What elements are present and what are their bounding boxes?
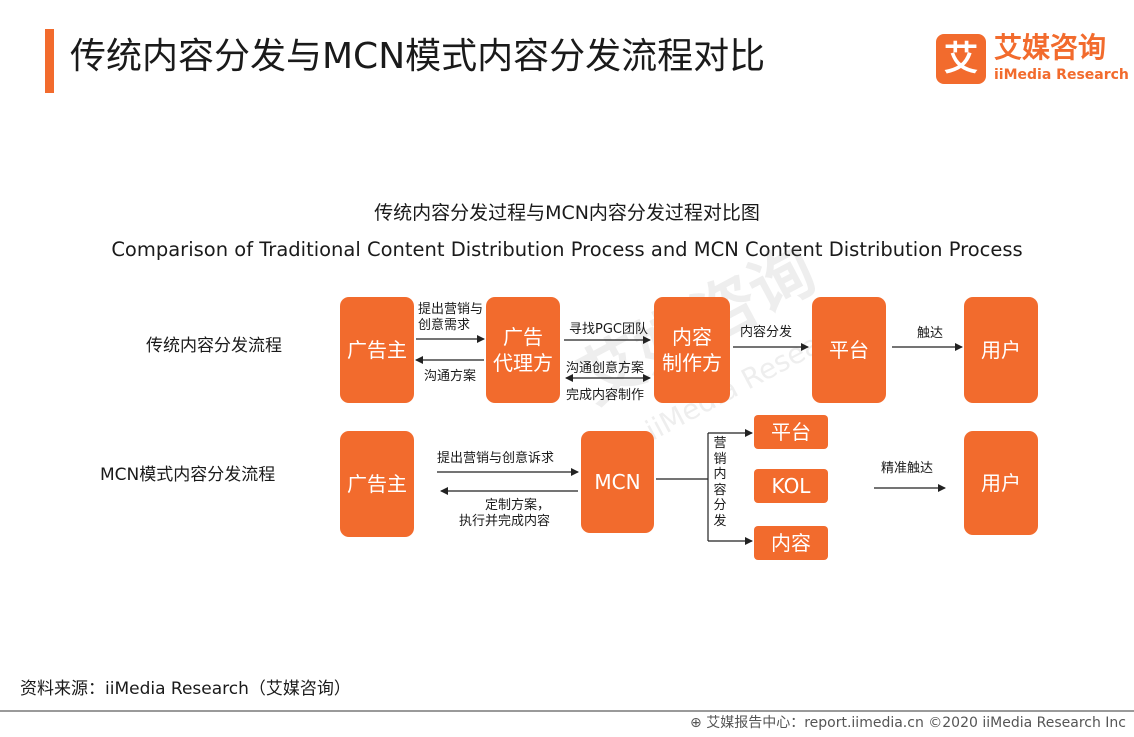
row-label-traditional: 传统内容分发流程 xyxy=(146,336,282,356)
diagram-title-en: Comparison of Traditional Content Distri… xyxy=(111,238,1023,261)
edge-label-creative-plan: 沟通创意方案 xyxy=(566,361,645,376)
page-title: 传统内容分发与MCN模式内容分发流程对比 xyxy=(70,36,766,77)
logo-mark: 艾 xyxy=(936,34,986,84)
node-mcn: MCN xyxy=(581,431,654,533)
globe-icon: ⊕ xyxy=(690,715,702,731)
edge-label-distribute: 内容分发 xyxy=(740,325,793,340)
edge-label-demand: 提出营销与 创意需求 xyxy=(418,302,484,333)
node-mcn-user: 用户 xyxy=(964,431,1038,535)
edge-label-marketing-distribution: 营销内容分发 xyxy=(713,436,727,529)
logo-text-cn: 艾媒咨询 xyxy=(994,31,1107,64)
node-ad-agency: 广告代理方 xyxy=(486,297,560,403)
node-user: 用户 xyxy=(964,297,1038,403)
edge-label-content-made: 完成内容制作 xyxy=(566,388,645,403)
node-content-producer: 内容制作方 xyxy=(654,297,730,403)
logo-text-en: iiMedia Research xyxy=(994,67,1129,83)
node-platform: 平台 xyxy=(812,297,886,403)
node-mcn-advertiser: 广告主 xyxy=(340,431,414,537)
edge-label-precise-reach: 精准触达 xyxy=(881,461,934,476)
diagram-title-cn: 传统内容分发过程与MCN内容分发过程对比图 xyxy=(374,202,760,224)
footer-divider xyxy=(0,710,1134,712)
node-kol: KOL xyxy=(754,469,828,503)
edge-label-communicate-plan: 沟通方案 xyxy=(424,369,477,384)
edge-label-find-pgc: 寻找PGC团队 xyxy=(569,322,648,337)
row-label-mcn: MCN模式内容分发流程 xyxy=(100,465,276,485)
edge-label-custom-plan: 定制方案， 执行并完成内容 xyxy=(459,498,551,529)
footer-copyright: ⊕ 艾媒报告中心：report.iimedia.cn ©2020 iiMedia… xyxy=(690,715,1126,731)
title-accent-bar xyxy=(45,29,54,93)
node-content: 内容 xyxy=(754,526,828,560)
edge-label-reach: 触达 xyxy=(917,326,944,341)
edge-label-mcn-demand: 提出营销与创意诉求 xyxy=(437,451,555,466)
node-advertiser: 广告主 xyxy=(340,297,414,403)
node-mcn-platform: 平台 xyxy=(754,415,828,449)
source-note: 资料来源：iiMedia Research（艾媒咨询） xyxy=(20,679,351,699)
